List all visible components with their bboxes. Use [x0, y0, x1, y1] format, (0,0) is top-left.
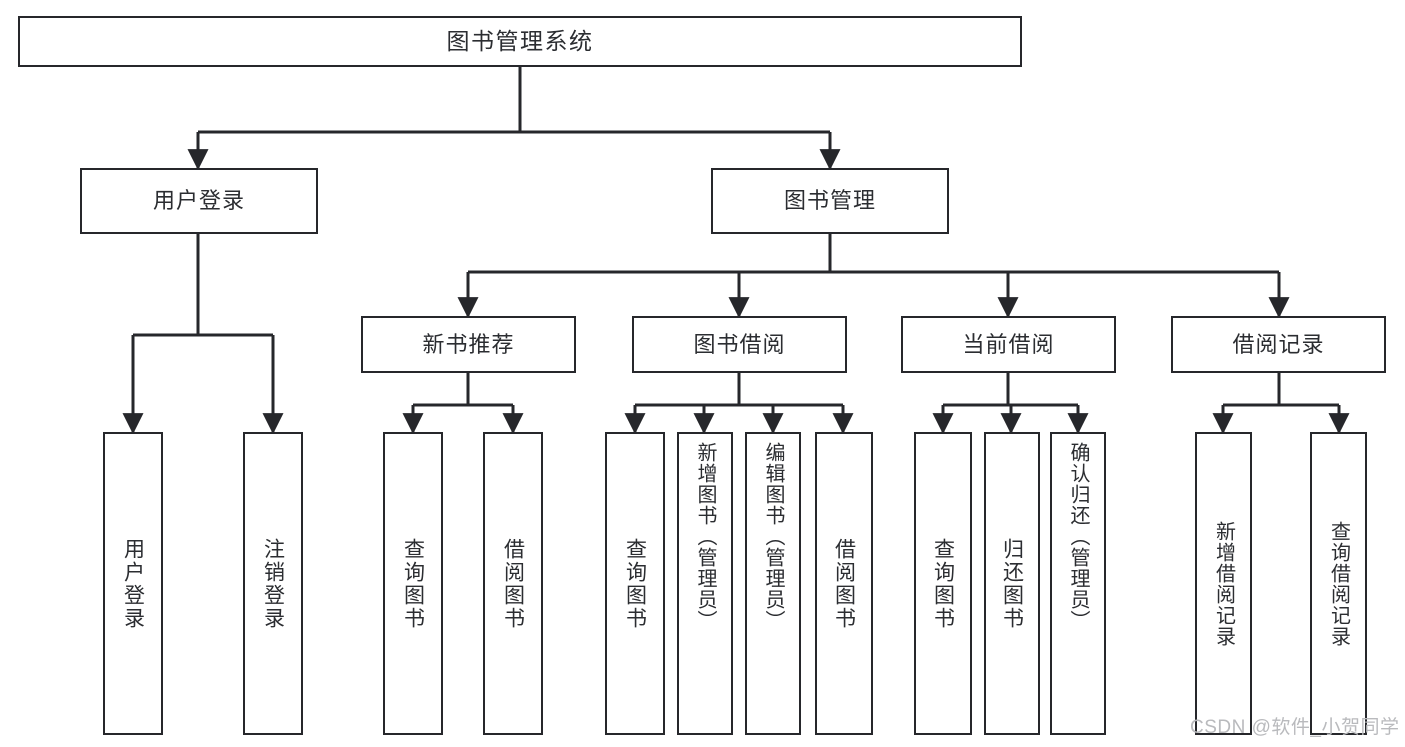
node-borrow-record[interactable]: 借阅记录	[1171, 316, 1386, 373]
node-root[interactable]: 图书管理系统	[18, 16, 1022, 67]
node-book-borrow-label: 图书借阅	[693, 331, 786, 357]
leaf-add-record-label: 新增借阅记录	[1212, 520, 1235, 647]
leaf-user-login[interactable]: 用户登录	[103, 432, 163, 735]
leaf-borrow-book-1[interactable]: 借阅图书	[483, 432, 543, 735]
leaf-query-book-2-label: 查询图书	[623, 537, 647, 630]
leaf-edit-book-label: 编辑图书（管理员）	[762, 442, 784, 631]
leaf-borrow-book-2[interactable]: 借阅图书	[815, 432, 873, 735]
leaf-user-logout[interactable]: 注销登录	[243, 432, 303, 735]
node-current-borrow[interactable]: 当前借阅	[901, 316, 1116, 373]
leaf-borrow-book-2-label: 借阅图书	[832, 537, 856, 630]
node-new-book-rec-label: 新书推荐	[422, 331, 515, 357]
leaf-edit-book[interactable]: 编辑图书（管理员）	[745, 432, 801, 735]
leaf-query-record-label: 查询借阅记录	[1327, 520, 1350, 647]
leaf-query-book-1[interactable]: 查询图书	[383, 432, 443, 735]
node-new-book-rec[interactable]: 新书推荐	[361, 316, 576, 373]
leaf-user-logout-label: 注销登录	[261, 537, 285, 630]
node-user-login[interactable]: 用户登录	[80, 168, 318, 234]
node-user-login-label: 用户登录	[152, 188, 245, 214]
leaf-query-book-2[interactable]: 查询图书	[605, 432, 665, 735]
leaf-add-book[interactable]: 新增图书（管理员）	[677, 432, 733, 735]
node-book-manage-label: 图书管理	[783, 188, 876, 214]
leaf-return-book[interactable]: 归还图书	[984, 432, 1040, 735]
node-current-borrow-label: 当前借阅	[962, 331, 1055, 357]
leaf-confirm-return-label: 确认归还（管理员）	[1067, 442, 1089, 631]
leaf-user-login-label: 用户登录	[121, 537, 145, 630]
node-root-label: 图书管理系统	[446, 28, 594, 55]
leaf-query-book-3[interactable]: 查询图书	[914, 432, 972, 735]
leaf-add-record[interactable]: 新增借阅记录	[1195, 432, 1252, 735]
leaf-add-book-label: 新增图书（管理员）	[694, 442, 716, 631]
leaf-query-book-1-label: 查询图书	[401, 537, 425, 630]
node-book-borrow[interactable]: 图书借阅	[632, 316, 847, 373]
node-book-manage[interactable]: 图书管理	[711, 168, 949, 234]
leaf-confirm-return[interactable]: 确认归还（管理员）	[1050, 432, 1106, 735]
leaf-return-book-label: 归还图书	[1000, 537, 1024, 630]
node-borrow-record-label: 借阅记录	[1232, 331, 1325, 357]
leaf-query-record[interactable]: 查询借阅记录	[1310, 432, 1367, 735]
leaf-query-book-3-label: 查询图书	[931, 537, 955, 630]
leaf-borrow-book-1-label: 借阅图书	[501, 537, 525, 630]
csdn-watermark: CSDN @软件_小贺同学	[1190, 717, 1400, 738]
